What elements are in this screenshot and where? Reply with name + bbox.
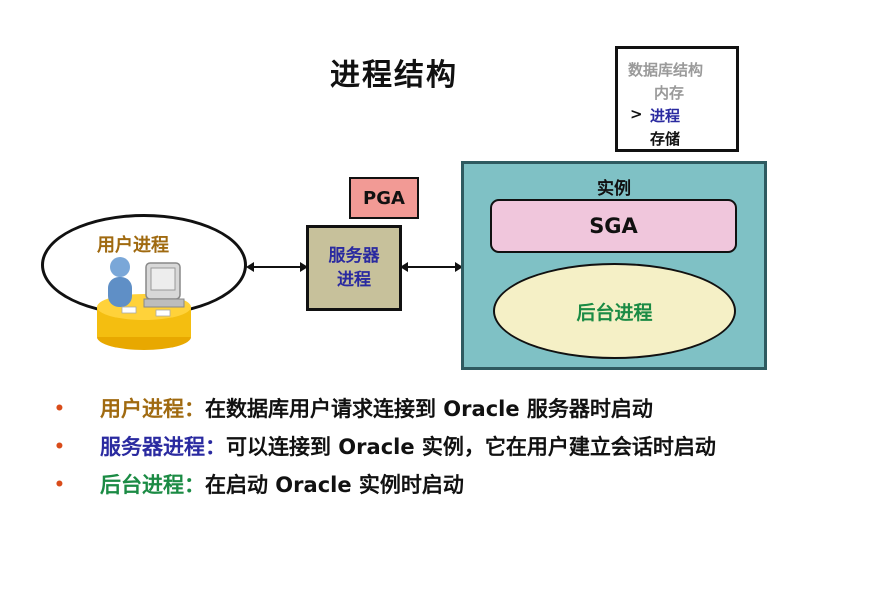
bullet-dot-icon: • <box>54 475 65 495</box>
user-computer-illustration <box>97 257 191 350</box>
server-process-box: 服务器进程 <box>306 225 402 311</box>
bullet-term: 用户进程： <box>100 397 205 421</box>
bullet-dot-icon: • <box>54 399 65 419</box>
current-item-marker: > <box>630 105 643 123</box>
bullet-user-process: • 用户进程：在数据库用户请求连接到 Oracle 服务器时启动 <box>40 392 860 426</box>
bullet-term: 后台进程： <box>100 473 205 497</box>
topic-nav-box: 数据库结构 内存 > 进程 存储 <box>615 46 739 152</box>
background-process-ellipse: 后台进程 <box>493 263 736 359</box>
bullet-background-process: • 后台进程：在启动 Oracle 实例时启动 <box>40 468 860 502</box>
bullet-text: 在数据库用户请求连接到 Oracle 服务器时启动 <box>205 397 653 421</box>
user-process-label: 用户进程 <box>97 235 169 256</box>
bullet-term: 服务器进程： <box>100 435 226 459</box>
bullet-list: • 用户进程：在数据库用户请求连接到 Oracle 服务器时启动 • 服务器进程… <box>40 392 860 506</box>
instance-label: 实例 <box>597 179 631 199</box>
user-server-connector <box>246 262 308 272</box>
nav-item-memory[interactable]: 内存 <box>654 84 685 102</box>
sga-box: SGA <box>490 199 737 253</box>
bullet-server-process: • 服务器进程：可以连接到 Oracle 实例，它在用户建立会话时启动 <box>40 430 860 464</box>
bullet-dot-icon: • <box>54 437 65 457</box>
bullet-text: 可以连接到 Oracle 实例，它在用户建立会话时启动 <box>226 435 716 459</box>
nav-item-storage[interactable]: 存储 <box>650 130 681 148</box>
person-icon <box>108 277 132 307</box>
nav-item-database-structure[interactable]: 数据库结构 <box>628 61 704 79</box>
server-instance-connector <box>400 262 463 272</box>
pga-box: PGA <box>349 177 419 219</box>
nav-item-process[interactable]: 进程 <box>650 107 681 125</box>
page-title: 进程结构 <box>330 58 458 93</box>
bullet-text: 在启动 Oracle 实例时启动 <box>205 473 464 497</box>
